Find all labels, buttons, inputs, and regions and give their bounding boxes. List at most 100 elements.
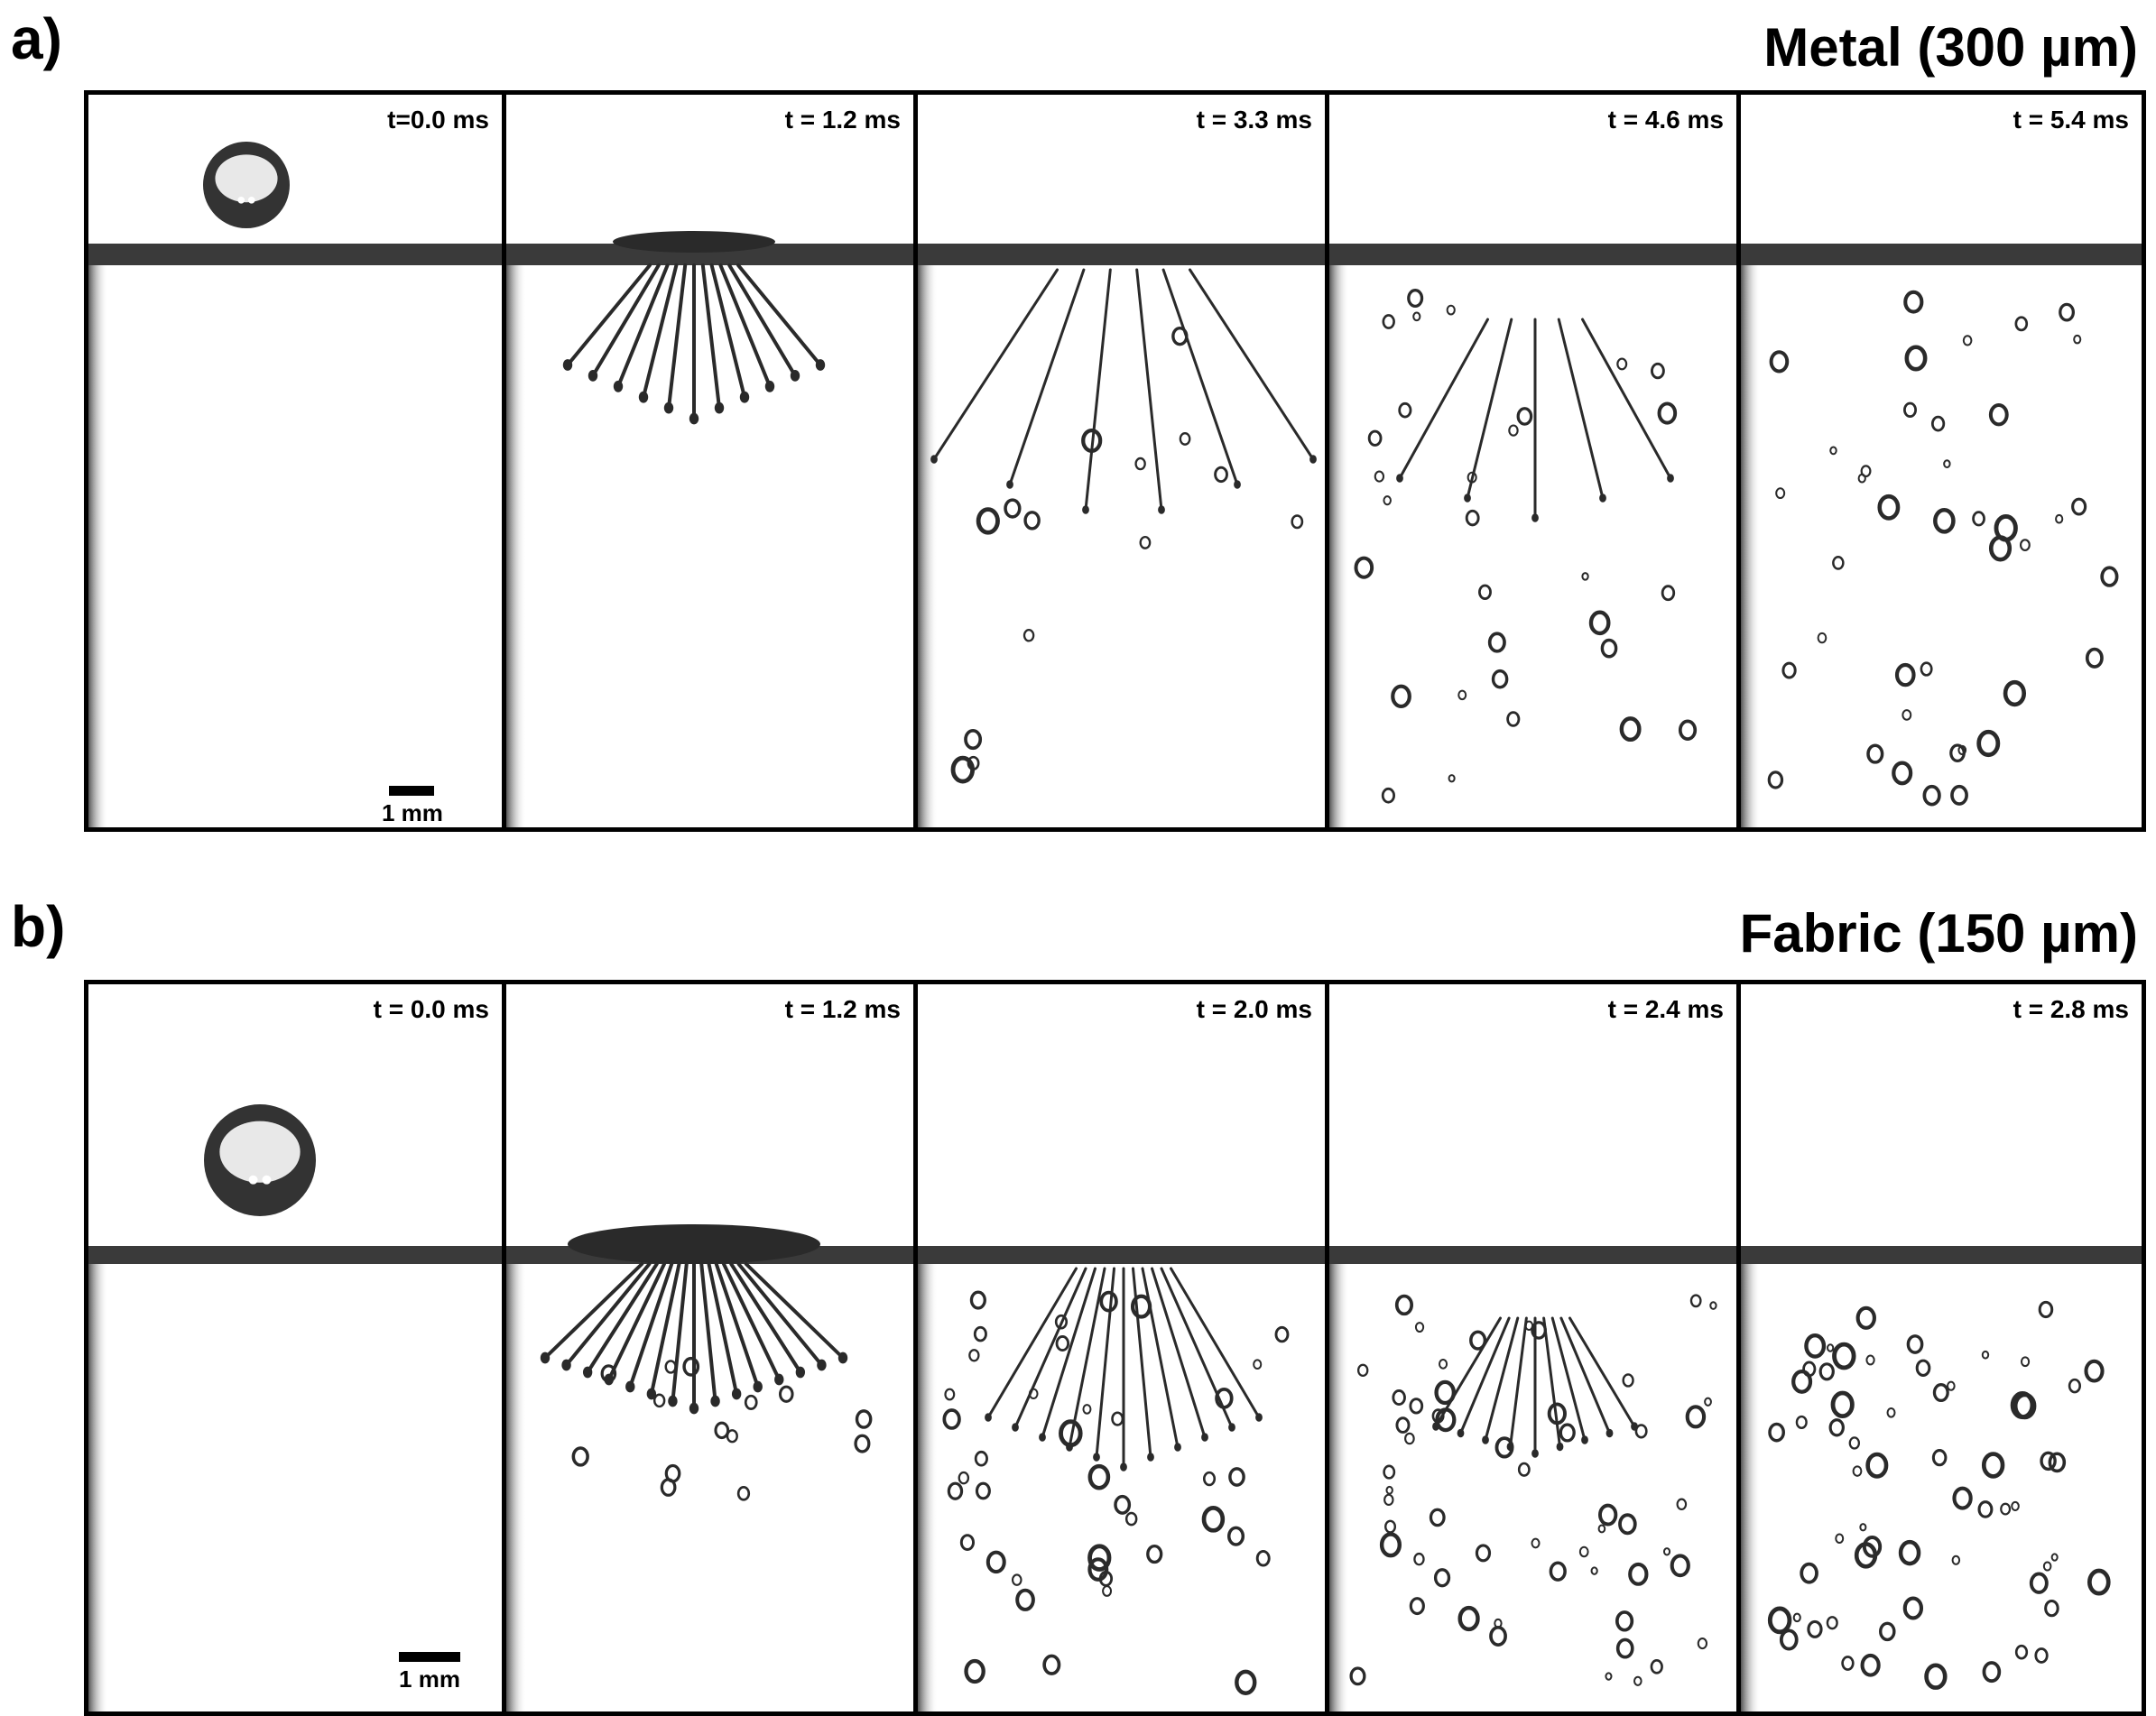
panel-a-frame-4-droplet (1678, 719, 1698, 741)
left-shadow (918, 1264, 938, 1711)
scale-bar-b-label: 1 mm (399, 1665, 460, 1693)
panel-b-frame-5-droplet (1835, 1533, 1845, 1544)
panel-b-frame-3-droplet (964, 1658, 985, 1684)
panel-b-frame-3-jet-tip (1147, 1453, 1154, 1462)
panel-b-frame-4-droplet (1356, 1363, 1369, 1378)
panel-b-frame-3-droplet (1099, 1290, 1118, 1313)
panel-a-frame-5-droplet (1860, 465, 1872, 478)
panel-b-frame-3-droplet (1054, 1314, 1069, 1330)
left-shadow (506, 1264, 526, 1711)
panel-b-frame-3-droplet (1274, 1325, 1290, 1343)
frame-a-3-time: t = 3.3 ms (1196, 106, 1312, 134)
scale-bar-a-line (389, 786, 434, 796)
panel-a-frame-2-jet (642, 263, 679, 400)
panel-b-frame-3-droplet (1011, 1573, 1022, 1586)
panel-b-frame-3-droplet (1028, 1388, 1039, 1400)
panel-a-frame-3-jet (932, 268, 1059, 461)
panel-b-frame-4-jet-tip (1581, 1435, 1588, 1444)
panel-b-frame-3-droplet (1102, 1585, 1113, 1597)
left-shadow (1329, 1264, 1349, 1711)
panel-b-frame-4-droplet (1433, 1568, 1451, 1588)
panel-a-frame-2-spreading-film (613, 231, 775, 253)
panel-b-frame-3-mesh (918, 1246, 1325, 1264)
frame-b-4: t = 2.4 ms (1325, 984, 1736, 1711)
panel-a-frame-5-mesh (1741, 244, 2142, 265)
panel-a-frame-4-droplet (1391, 684, 1411, 709)
panel-b-frame-5-droplet (1981, 1350, 1990, 1360)
panel-a-frame-3-droplet (1179, 432, 1191, 446)
panel-b-frame-4-droplet (1559, 1423, 1576, 1443)
panel-a-frame-4-droplet (1374, 470, 1385, 483)
panel-b-frame-4-jet (1559, 1316, 1611, 1435)
panel-b-frame-5-droplet (1848, 1436, 1861, 1450)
frame-a-4-scene (1329, 244, 1736, 827)
panel-a-frame-4-jet-tip (1667, 474, 1674, 483)
frame-b-2-time: t = 1.2 ms (784, 995, 901, 1023)
left-shadow (1741, 265, 1761, 827)
panel-a-frame-2-jet (736, 263, 822, 367)
panel-a-frame-4-droplet (1446, 304, 1456, 316)
panel-a-frame-3-jet-tip (1234, 480, 1241, 489)
frame-a-5-scene (1741, 244, 2142, 827)
panel-b-frame-3-jet (986, 1267, 1078, 1419)
panel-b-frame-4-droplet (1689, 1294, 1702, 1308)
panel-b-frame-5-droplet (1807, 1619, 1823, 1638)
panel-b-frame-4-droplet (1404, 1432, 1415, 1445)
panel-a-frame-3-jet (1008, 268, 1086, 486)
panel-a-frame-3-droplet (1004, 498, 1022, 519)
panel-a-frame-5-droplet (2055, 513, 2064, 524)
panel-b-frame-5-droplet (1791, 1370, 1813, 1394)
panel-b-frame-4-droplet (1409, 1398, 1424, 1415)
panel-b-frame-3-droplet (959, 1534, 976, 1551)
panel-b-frame-1-drop-glint (262, 1175, 272, 1185)
panel-b-frame-4-droplet (1409, 1597, 1425, 1616)
panel-a-frame-5-droplet (1902, 709, 1912, 721)
panel-a-frame-5-droplet (2019, 539, 2031, 551)
frame-a-2-scene (506, 231, 913, 827)
panel-a-frame-3-droplet (1171, 326, 1189, 346)
panel-b-frame-2-droplet (652, 1393, 666, 1408)
panel-a-frame-5-droplet (1943, 459, 1951, 469)
panel-b-frame-3-jet (1170, 1267, 1261, 1419)
panel-b-frame-5-droplet (2038, 1300, 2054, 1319)
panel-a-frame-5-droplet (2071, 497, 2087, 516)
panel-b-frame-3-jet-tip (1228, 1423, 1235, 1432)
panel-b-frame-2-jet-tip (625, 1380, 635, 1393)
panel-b-frame-2-jet (699, 1262, 717, 1403)
panel-b-frame-5-droplet (1906, 1334, 1924, 1354)
panel-a-frame-4-droplet (1478, 584, 1492, 600)
panel-a-frame-2-jet-tip (562, 359, 573, 371)
panel-b-frame-4-jet (1484, 1316, 1520, 1442)
panel-b-frame-2-jet (729, 1262, 802, 1374)
panel-a-frame-4-droplet (1465, 509, 1480, 527)
panel-b-title: Fabric (150 µm) (1739, 903, 2138, 964)
panel-b-frame-2-jet-tip (753, 1380, 763, 1393)
panel-b-frame-4-droplet (1384, 1519, 1397, 1534)
panel-b-frame-5-droplet (1855, 1305, 1876, 1330)
panel-b-frame-3-jet-tip (1120, 1462, 1127, 1472)
panel-a-letter: a) (11, 6, 62, 71)
panel-b-frame-5-droplet (1779, 1628, 1799, 1651)
panel-b-frame-5-droplet (2010, 1391, 2035, 1420)
panel-a-frame-3-droplet (976, 507, 1000, 535)
panel-b-frame-2-spreading-film (568, 1224, 820, 1264)
panel-b-frame-4-droplet (1517, 1462, 1531, 1477)
panel-a-frame-5-droplet (1769, 350, 1790, 374)
panel-b-frame-3-droplet (1228, 1467, 1245, 1487)
panel-a-frame-2-jet-tip (739, 391, 750, 403)
panel-a-frame-2-jet (718, 263, 772, 389)
panel-b-frame-3-droplet (1087, 1544, 1112, 1572)
panel-b-frame-4-droplet (1494, 1436, 1514, 1459)
panel-a-frame-3-jet (1135, 268, 1163, 512)
panel-b-frame-3-droplet (1226, 1526, 1245, 1546)
panel-b-frame-5-droplet (2050, 1553, 2059, 1562)
panel-b-frame-5-droplet (1952, 1486, 1973, 1510)
panel-b-frame-5-droplet (1977, 1500, 1994, 1518)
panel-b-frame-4-jet (1509, 1316, 1528, 1448)
panel-b-frame-4-droplet (1704, 1397, 1712, 1407)
panel-b-frame-4-droplet (1489, 1625, 1507, 1647)
panel-a-frame-5-droplet (1775, 487, 1786, 500)
panel-a-frame-4-droplet (1616, 357, 1628, 371)
panel-b-frame-4-droplet (1685, 1405, 1707, 1429)
frame-a-1-time: t=0.0 ms (387, 106, 489, 134)
